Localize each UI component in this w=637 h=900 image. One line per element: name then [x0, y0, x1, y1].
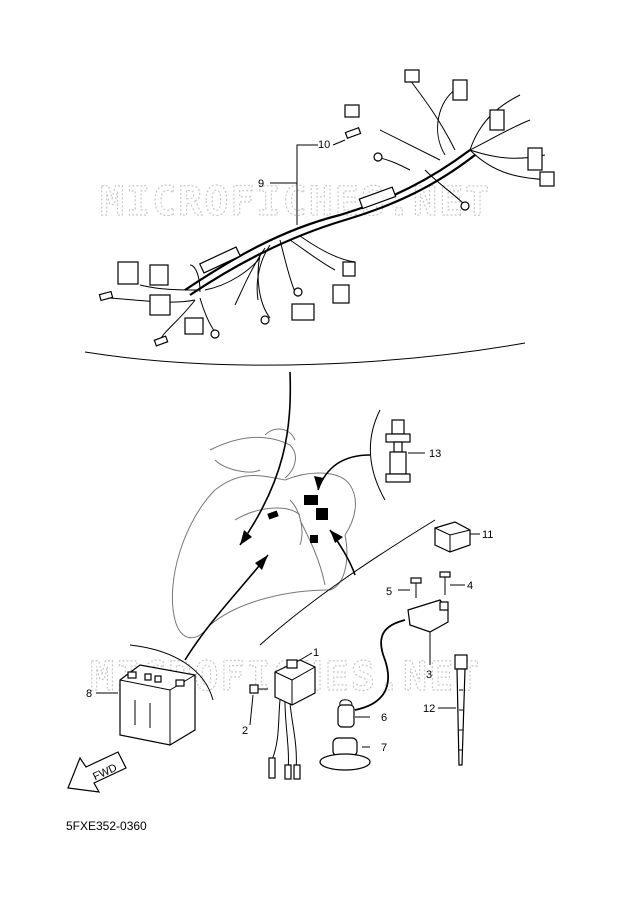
- callout-9: 9: [258, 178, 264, 190]
- screw-part-4[interactable]: [439, 571, 451, 595]
- callout-13: 13: [429, 448, 441, 460]
- relay-part[interactable]: [434, 521, 471, 553]
- ignition-coil[interactable]: [354, 599, 449, 711]
- location-arrows: [184, 371, 371, 661]
- arc-13: [369, 409, 386, 501]
- section-divider: [84, 342, 526, 366]
- battery-part[interactable]: [119, 664, 196, 746]
- callout-10: 10: [318, 139, 330, 151]
- battery-location-mark: [267, 510, 279, 520]
- forward-direction-arrow: FWD: [67, 751, 127, 793]
- callout-7: 7: [381, 742, 387, 754]
- callout-4: 4: [467, 580, 473, 592]
- callout-2: 2: [242, 725, 248, 737]
- cdi-location-mark: [316, 508, 328, 520]
- bolt-part-2[interactable]: [249, 684, 268, 694]
- arc-8: [129, 644, 214, 701]
- switch-part[interactable]: [385, 419, 411, 483]
- harness-location-mark: [304, 495, 318, 505]
- callout-8: 8: [86, 688, 92, 700]
- callout-1: 1: [313, 647, 319, 659]
- diagram-code: 5FXE352-0360: [66, 819, 147, 833]
- callout-11: 11: [482, 529, 493, 541]
- callout-3: 3: [426, 669, 432, 681]
- coil-location-mark: [310, 535, 318, 543]
- spark-plug-cap[interactable]: [337, 699, 355, 728]
- screw-part-5[interactable]: [410, 577, 422, 598]
- motorcycle-outline: [171, 428, 356, 638]
- wire-harness[interactable]: [98, 69, 555, 347]
- callout-6: 6: [381, 712, 387, 724]
- cable-band[interactable]: [454, 654, 468, 766]
- cover-cap[interactable]: [319, 737, 371, 771]
- cdi-unit[interactable]: [268, 659, 316, 780]
- watermark-top: MICROFICHES.NET: [100, 179, 491, 225]
- callout-5: 5: [386, 586, 392, 598]
- arc-lower: [259, 519, 436, 646]
- fuse[interactable]: [344, 127, 362, 139]
- callout-12: 12: [423, 703, 435, 715]
